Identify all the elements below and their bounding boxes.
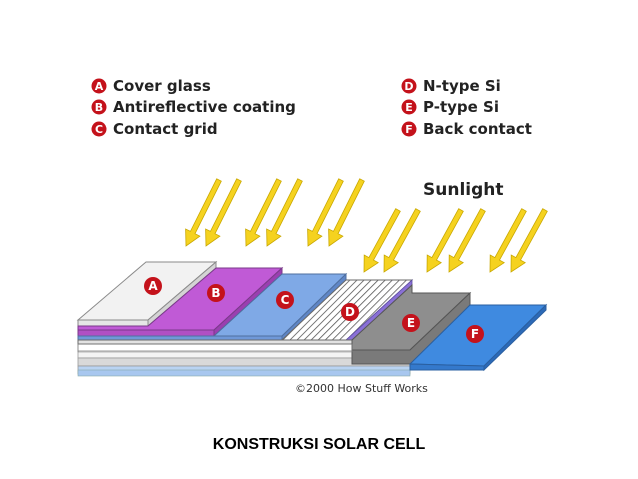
legend-item-b: B Antireflective coating xyxy=(91,98,296,116)
layer-marker-letter-f: F xyxy=(471,327,479,341)
legend-item-d: D N-type Si xyxy=(401,77,501,95)
sunlight-arrow xyxy=(245,178,282,247)
sunlight-arrow xyxy=(185,178,222,247)
layer-b-front xyxy=(77,329,215,337)
legend-marker-letter-f: F xyxy=(405,123,413,136)
sunlight-arrow xyxy=(205,178,242,247)
legend-label-a: Cover glass xyxy=(113,77,211,95)
sunlight-arrows xyxy=(185,178,548,273)
legend-marker-letter-b: B xyxy=(95,101,103,114)
legend-marker-letter-a: A xyxy=(95,80,104,93)
layer-marker-letter-c: C xyxy=(281,293,290,307)
legend-item-e: E P-type Si xyxy=(401,98,499,116)
legend-marker-b xyxy=(91,99,107,115)
layer-marker-f xyxy=(466,325,484,343)
layer-marker-a xyxy=(144,277,162,295)
legend-marker-letter-c: C xyxy=(95,123,103,136)
legend-marker-a xyxy=(91,78,107,94)
layer-marker-b xyxy=(207,284,225,302)
legend-item-c: C Contact grid xyxy=(91,120,218,138)
layer-f-side xyxy=(483,303,547,372)
sunlight-arrow xyxy=(448,208,486,273)
legend-marker-e xyxy=(401,99,417,115)
legend-label-c: Contact grid xyxy=(113,120,218,138)
layer-marker-letter-a: A xyxy=(148,279,158,293)
sunlight-label: Sunlight xyxy=(423,180,504,200)
sunlight-arrow xyxy=(363,208,401,273)
legend-label-e: P-type Si xyxy=(423,98,499,116)
layer-a-front xyxy=(77,319,149,327)
layer-marker-c xyxy=(276,291,294,309)
legend-marker-d xyxy=(401,78,417,94)
layer-c-front xyxy=(77,335,283,341)
layer-markers: A B C D E F xyxy=(144,277,484,343)
sunlight-arrow xyxy=(307,178,344,247)
copyright-text: ©2000 How Stuff Works xyxy=(295,382,428,395)
sunlight-arrow xyxy=(510,208,548,273)
legend-label-f: Back contact xyxy=(423,120,532,138)
layer-marker-letter-d: D xyxy=(345,305,355,319)
base-strip-blue xyxy=(77,369,411,377)
sunlight-arrow xyxy=(426,208,464,273)
layer-marker-letter-b: B xyxy=(211,286,220,300)
legend: A Cover glass B Antireflective coating C… xyxy=(91,77,532,138)
layer-marker-d xyxy=(341,303,359,321)
legend-marker-c xyxy=(91,121,107,137)
legend-marker-letter-d: D xyxy=(404,80,413,93)
legend-label-d: N-type Si xyxy=(423,77,501,95)
legend-label-b: Antireflective coating xyxy=(113,98,296,116)
layer-marker-letter-e: E xyxy=(407,316,415,330)
layer-d-front xyxy=(77,339,353,345)
sunlight-arrow xyxy=(328,178,365,247)
sunlight-arrow xyxy=(383,208,421,273)
legend-item-f: F Back contact xyxy=(401,120,532,138)
layer-e-front xyxy=(77,343,353,353)
sunlight-arrow xyxy=(266,178,303,247)
sunlight-arrow xyxy=(489,208,527,273)
legend-item-a: A Cover glass xyxy=(91,77,211,95)
legend-marker-letter-e: E xyxy=(405,101,413,114)
legend-marker-f xyxy=(401,121,417,137)
solar-cell-stack xyxy=(76,260,548,377)
layer-marker-e xyxy=(402,314,420,332)
diagram-caption: KONSTRUKSI SOLAR CELL xyxy=(213,436,426,453)
